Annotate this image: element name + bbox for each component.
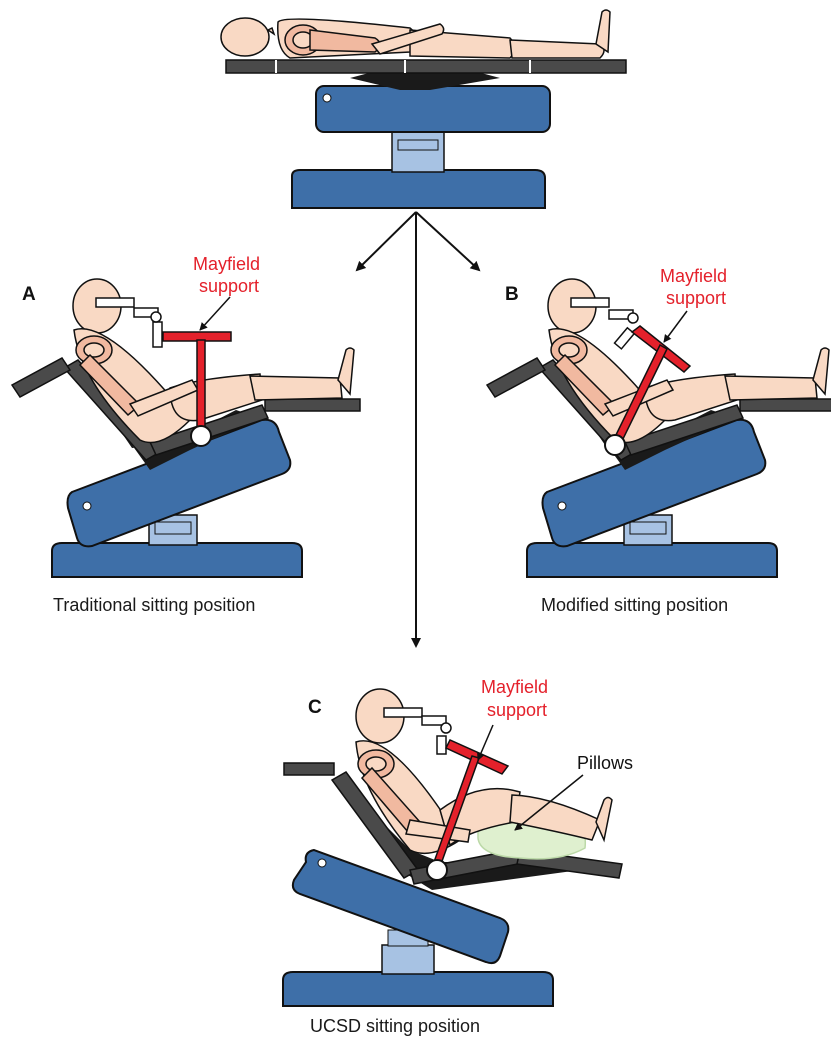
caption-traditional: Traditional sitting position — [53, 595, 255, 615]
caption-modified: Modified sitting position — [541, 595, 728, 615]
branch-arrows — [357, 212, 479, 646]
caption-ucsd: UCSD sitting position — [310, 1016, 480, 1036]
table-column-top — [392, 130, 444, 172]
supine-table-assembly — [221, 10, 626, 208]
panel-c-assembly — [283, 689, 622, 1006]
mayfield-label-a-line1: Mayfield — [193, 254, 260, 274]
table-slab-top — [226, 60, 626, 73]
pillows-label: Pillows — [577, 753, 633, 773]
panel-c-label: C — [308, 697, 322, 718]
mayfield-label-c-line1: Mayfield — [481, 677, 548, 697]
mayfield-label-a-line2: support — [199, 276, 259, 296]
supine-patient — [221, 10, 610, 58]
table-base-top — [292, 170, 545, 208]
arrow-to-a — [357, 212, 416, 270]
mayfield-label-b-line2: support — [666, 288, 726, 308]
panel-a-assembly — [12, 279, 360, 577]
panel-b-label: B — [505, 284, 519, 305]
panel-b-assembly — [487, 279, 831, 577]
table-box-top — [316, 86, 550, 132]
mayfield-label-c-line2: support — [487, 700, 547, 720]
arrow-to-b — [416, 212, 479, 270]
mayfield-label-b-line1: Mayfield — [660, 266, 727, 286]
panel-a-label: A — [22, 284, 36, 305]
